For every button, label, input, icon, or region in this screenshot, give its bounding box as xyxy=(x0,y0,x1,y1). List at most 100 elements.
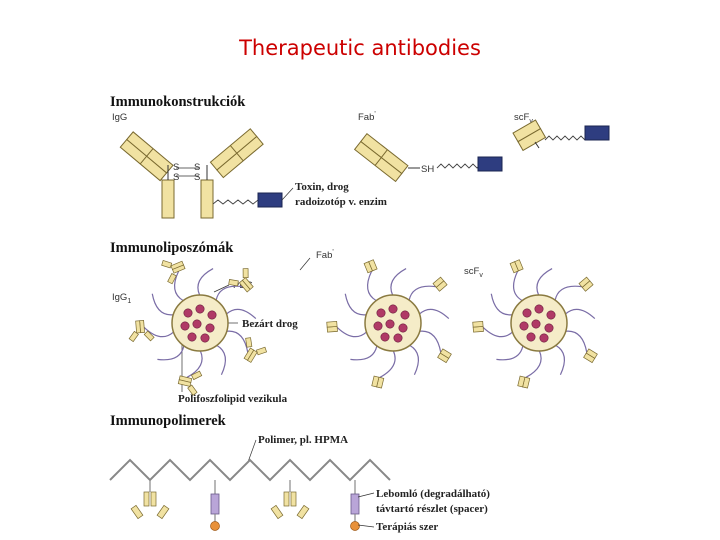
vesicle-label: Polifoszfolipid vezikula xyxy=(178,393,288,405)
peg-chain xyxy=(419,308,450,320)
peg-chain xyxy=(496,345,524,361)
immunoliposomes-heading: Immunoliposzómák xyxy=(110,240,234,256)
peg-chain xyxy=(336,326,367,338)
peg-chain xyxy=(157,345,185,361)
peg-chain xyxy=(512,271,523,302)
therapeutic-agent xyxy=(210,521,220,531)
peg-chain xyxy=(482,326,513,338)
peg-chain xyxy=(344,293,367,316)
igg-antibody: S S S S xyxy=(119,128,294,219)
immunopolymers-heading: Immunopolimerek xyxy=(110,413,227,429)
liposome-group xyxy=(127,253,598,397)
drug-molecule xyxy=(519,321,529,331)
drug-molecule xyxy=(195,304,205,314)
antibody-tip xyxy=(159,253,189,286)
fab-fragment: SH xyxy=(353,132,503,183)
peg-chain xyxy=(555,344,566,375)
encapsulated-drug-label: Bezárt drog xyxy=(242,318,298,330)
spacer-label-line2: távtartó részlet (spacer) xyxy=(376,503,488,515)
peg-chain xyxy=(226,308,257,320)
fab-label: Fab' xyxy=(358,111,376,123)
drug-molecule xyxy=(398,323,408,333)
scfv-fragment xyxy=(512,119,610,152)
disulfide-s-2: S xyxy=(194,162,200,173)
drug-molecule xyxy=(376,308,386,318)
igg-left-arm xyxy=(119,131,174,182)
disulfide-s-3: S xyxy=(173,172,179,183)
antibody-tip xyxy=(371,375,385,389)
igg-label: IgG xyxy=(112,112,127,123)
drug-molecule xyxy=(380,332,390,342)
drug-molecule xyxy=(385,319,395,329)
peg-chain xyxy=(173,271,184,302)
peg-chain xyxy=(409,344,420,375)
drug-molecule xyxy=(183,308,193,318)
peg-chain xyxy=(408,285,436,301)
igg1-label: IgG1 xyxy=(112,292,131,305)
drug-molecule xyxy=(180,321,190,331)
peg-chain xyxy=(216,344,227,375)
antibody-tip xyxy=(432,276,448,292)
sh-label: SH xyxy=(421,164,434,175)
liposome-scfv xyxy=(472,259,598,389)
peg-chain xyxy=(143,326,174,338)
antibody-tip xyxy=(509,259,524,274)
liposome-fab xyxy=(326,259,452,389)
toxin-label-line2: radoizotóp v. enzim xyxy=(295,196,387,208)
peg-chain xyxy=(215,285,243,301)
peg-chain xyxy=(554,285,582,301)
antibody-tip xyxy=(363,259,378,274)
therapeutic-agent xyxy=(350,521,360,531)
drug-molecule xyxy=(205,323,215,333)
peg-chain xyxy=(565,330,588,353)
peg-chain xyxy=(151,293,174,316)
peg-chain xyxy=(226,330,249,353)
spacer-label-line1: Lebomló (degradálható) xyxy=(376,488,490,500)
drug-molecule xyxy=(534,304,544,314)
liposome-fab-label: Fab' xyxy=(316,249,334,261)
immunoconstructs-heading: Immunokonstrukciók xyxy=(110,94,246,110)
peg-chain xyxy=(536,268,553,296)
spacer-segment xyxy=(350,493,360,515)
disulfide-s-1: S xyxy=(173,162,179,173)
peg-chain xyxy=(565,308,596,320)
drug-molecule xyxy=(539,333,549,343)
spacer-segment xyxy=(210,493,220,515)
antibody-tip xyxy=(583,348,598,363)
peg-chain xyxy=(197,268,214,296)
drug-molecule xyxy=(207,310,217,320)
igg-left-heavy-chain xyxy=(161,179,175,219)
polymer-backbone xyxy=(109,458,391,482)
liposome-scfv-label: scFv xyxy=(464,266,483,279)
polymer-pendant xyxy=(210,480,220,531)
drug-molecule xyxy=(373,321,383,331)
drug-molecule xyxy=(187,332,197,342)
antibody-tip xyxy=(176,366,203,397)
peg-chain xyxy=(186,350,203,378)
antibody-tip xyxy=(472,321,484,333)
scfv-payload xyxy=(584,125,610,141)
therapeutic-agent-label: Terápiás szer xyxy=(376,521,438,533)
slide-title: Therapeutic antibodies xyxy=(239,36,481,60)
toxin-payload xyxy=(257,192,283,208)
drug-molecule xyxy=(531,319,541,329)
igg-right-heavy-chain xyxy=(200,179,214,219)
scfv-label: scFv xyxy=(514,112,533,125)
drug-molecule xyxy=(192,319,202,329)
drug-molecule xyxy=(526,332,536,342)
drug-molecule xyxy=(393,333,403,343)
toxin-label-line1: Toxin, drog xyxy=(295,181,349,193)
polymer-pendant xyxy=(270,480,310,520)
peg-chain xyxy=(366,271,377,302)
drug-molecule xyxy=(544,323,554,333)
igg-linker xyxy=(212,199,265,205)
drug-molecule xyxy=(522,308,532,318)
antibody-tip xyxy=(326,321,338,333)
antibody-tip xyxy=(437,348,452,363)
drug-molecule xyxy=(200,333,210,343)
antibody-tip xyxy=(226,265,260,299)
antibody-tip xyxy=(517,375,531,389)
polymer-pendants xyxy=(130,480,360,531)
polymer-pendant xyxy=(130,480,170,520)
